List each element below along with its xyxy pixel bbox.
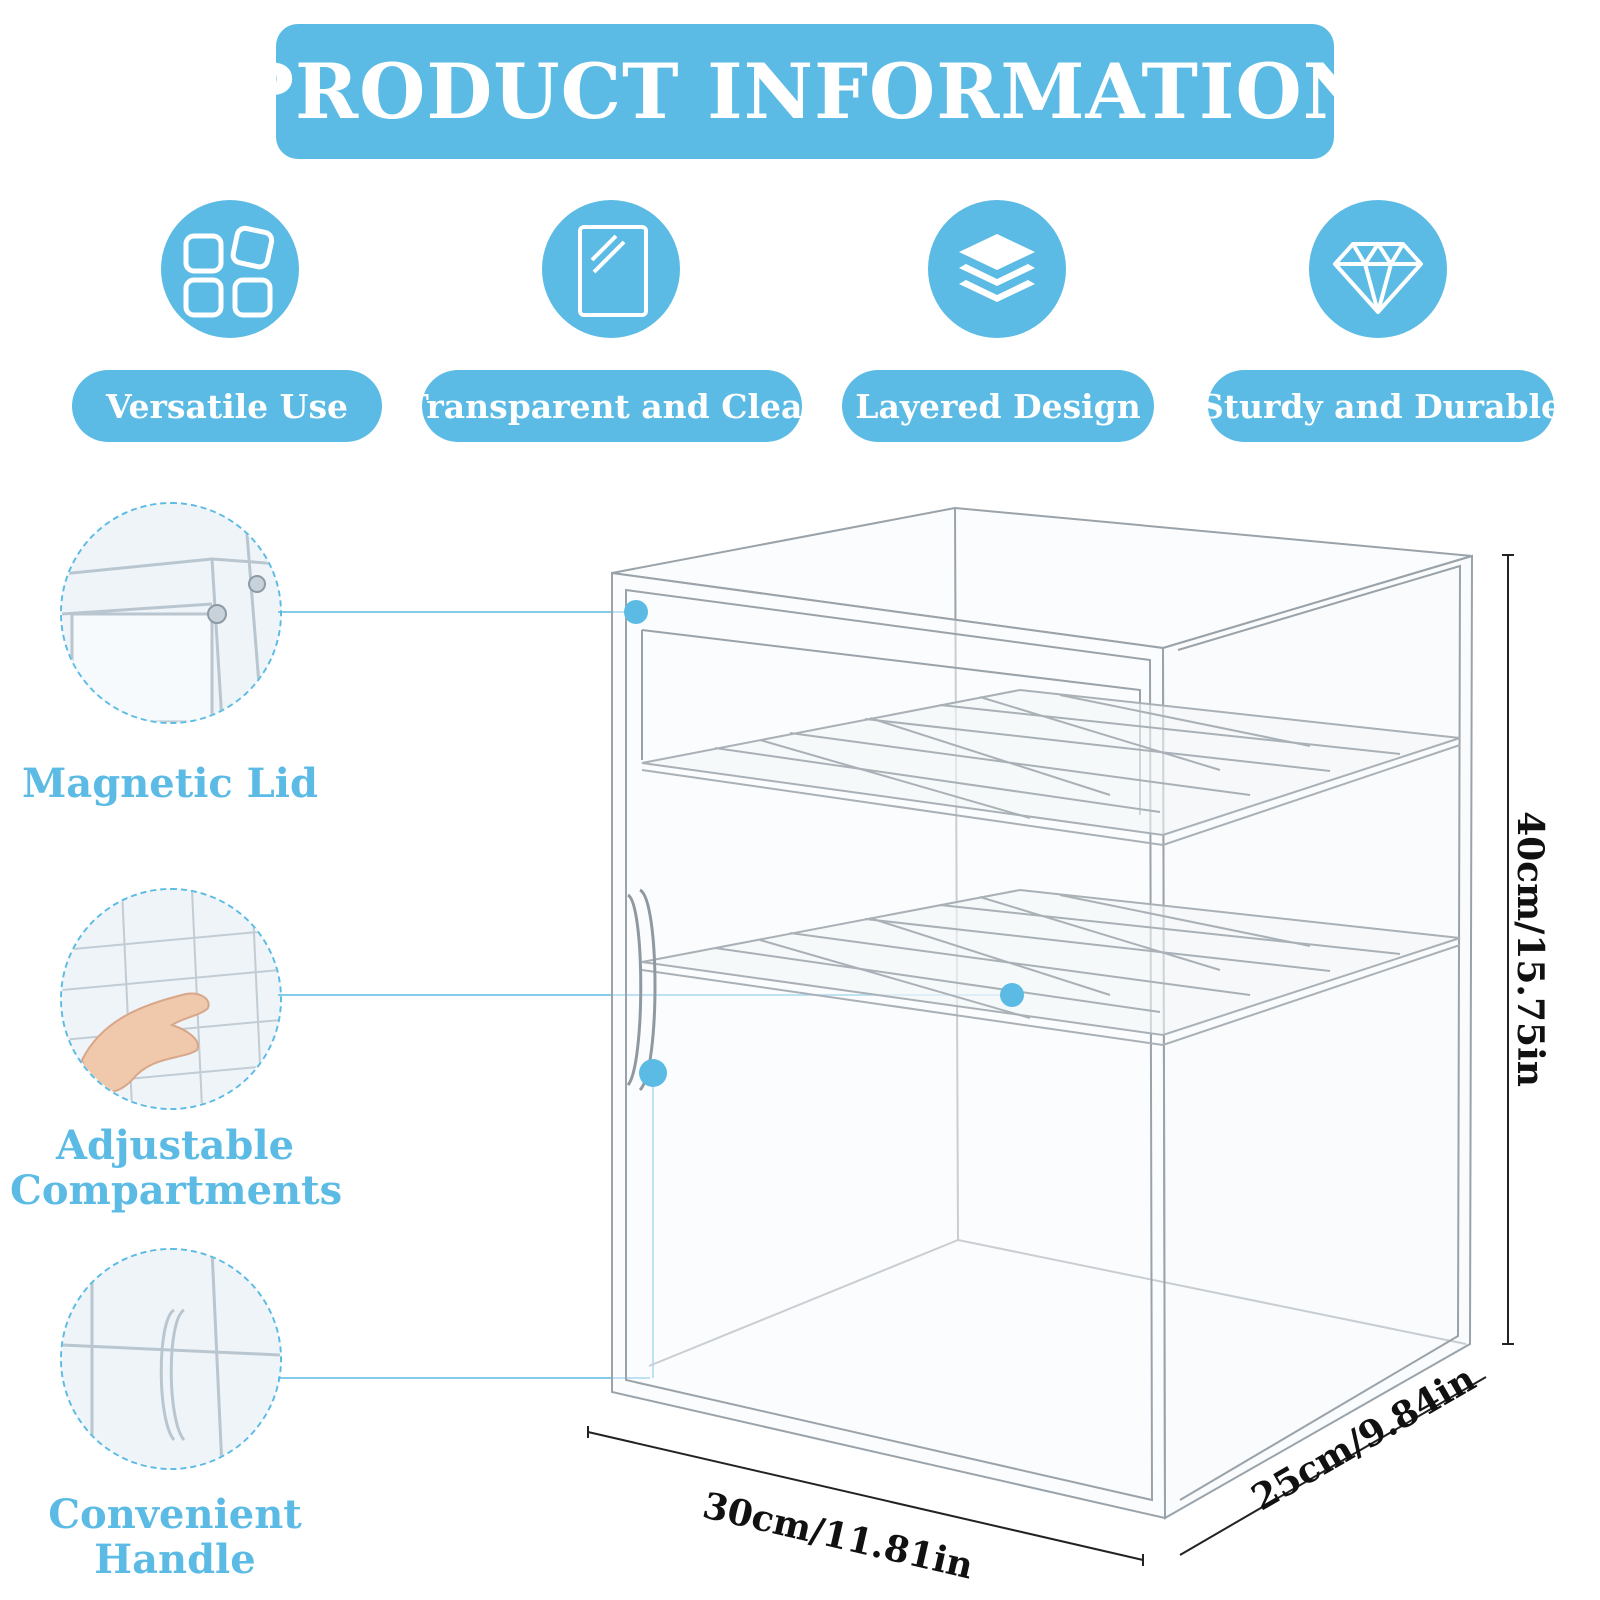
four-squares-icon [161, 200, 299, 338]
layers-icon [928, 200, 1066, 338]
convenient-handle-label: Convenient Handle [48, 1491, 302, 1583]
dimension-lines [587, 554, 1514, 1566]
feature-label: Layered Design [855, 386, 1141, 426]
adjustable-compartments-label: Adjustable Compartments [10, 1122, 343, 1214]
magnetic-lid-label: Magnetic Lid [22, 760, 318, 807]
feature-pill-versatile-use: Versatile Use [72, 370, 382, 442]
page-title: PRODUCT INFORMATION [236, 47, 1374, 136]
shelf-upper [641, 688, 1461, 847]
height-dimension-label: 40cm/15.75in [1508, 811, 1551, 1087]
feature-label: Versatile Use [105, 386, 349, 426]
callout-dots [624, 600, 1024, 1087]
feature-label: Transparent and Clear [404, 386, 820, 426]
diamond-icon [1309, 200, 1447, 338]
title-banner: PRODUCT INFORMATION [237, 24, 1372, 159]
compartments-closeup [60, 888, 282, 1110]
clear-panel-icon [542, 200, 680, 338]
feature-pill-layered-design: Layered Design [842, 370, 1154, 442]
feature-pill-transparent: Transparent and Clear [404, 370, 820, 442]
shelf-lower [641, 888, 1461, 1047]
handle-closeup [60, 1248, 282, 1470]
magnetic-lid-closeup [60, 502, 282, 724]
feature-pill-sturdy: Sturdy and Durable [1200, 370, 1562, 442]
feature-label: Sturdy and Durable [1199, 386, 1563, 426]
